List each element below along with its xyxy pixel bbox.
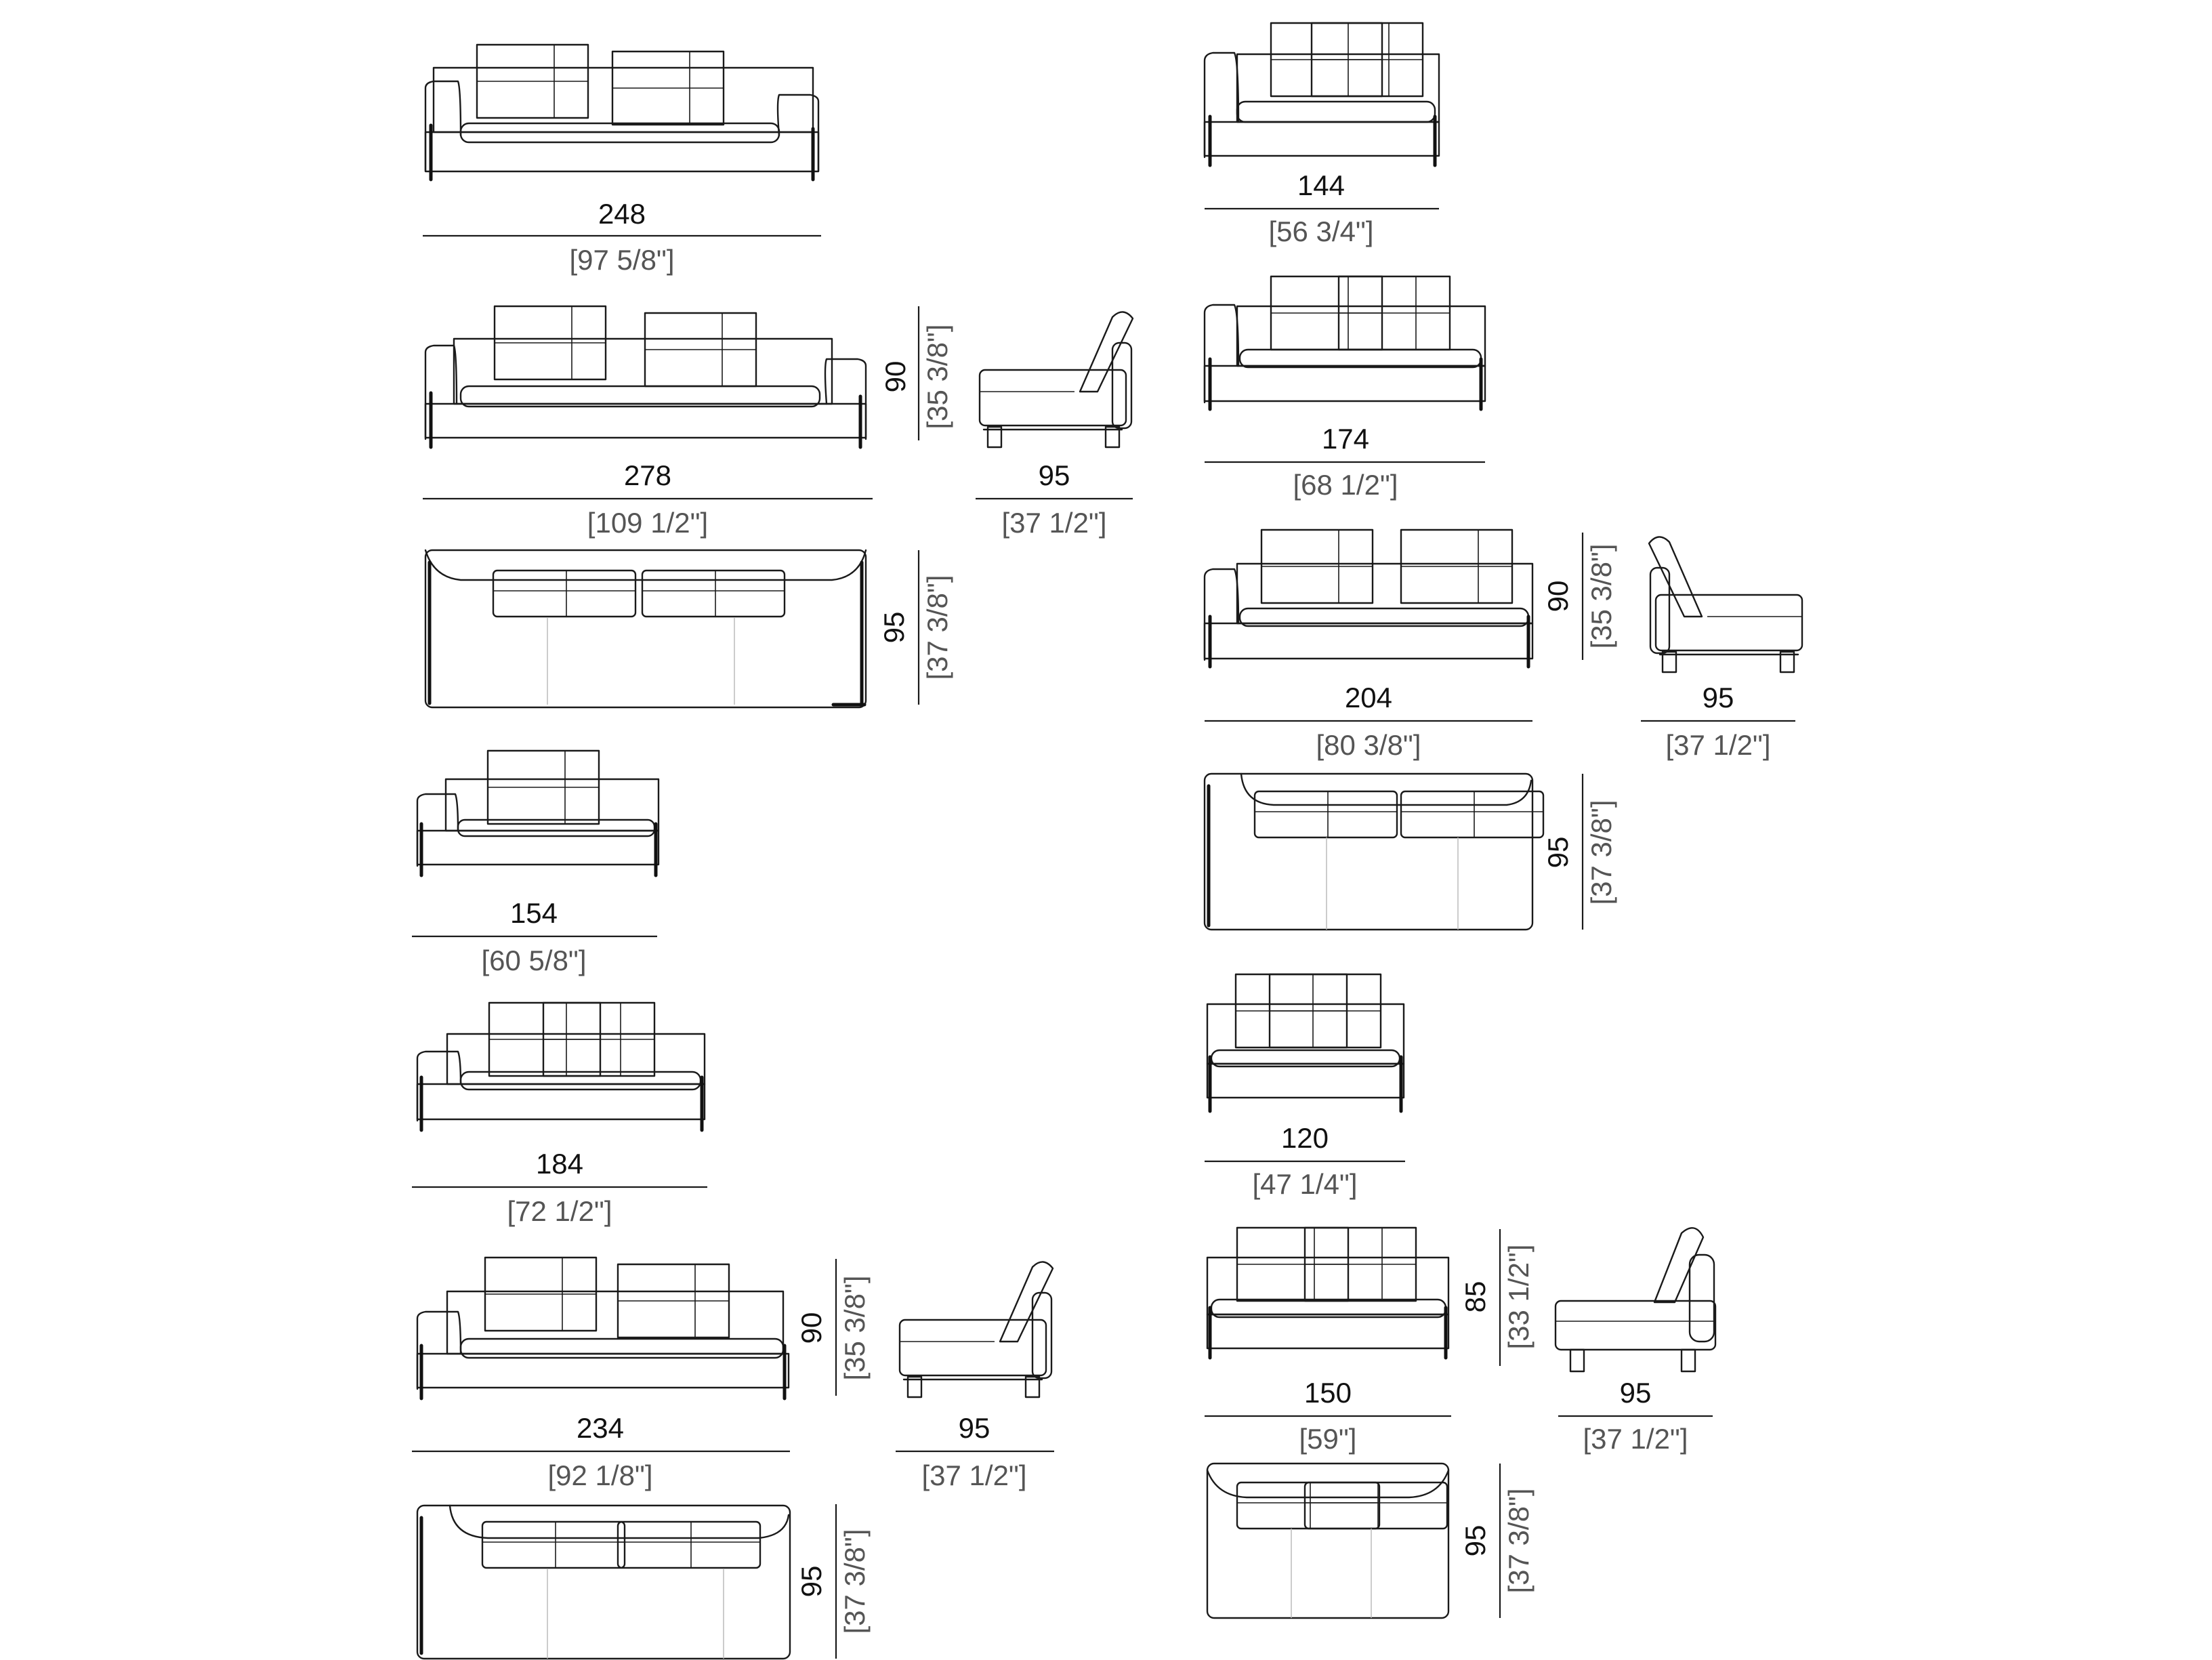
dim-95-c-cm: 95 [1703, 682, 1734, 713]
dim-95-d-cm: 95 [1620, 1377, 1652, 1409]
dim-plan-95-b-cm: 95 [795, 1566, 827, 1598]
dim-204-in: [80 3/8"] [1316, 729, 1421, 761]
dim-144-cm: 144 [1297, 169, 1345, 201]
dim-174-in: [68 1/2"] [1293, 469, 1398, 501]
dim-h90-a-cm: 90 [879, 361, 911, 393]
dimension-plan-95-b: 95 [37 3/8"] [795, 1504, 871, 1659]
dim-204-cm: 204 [1345, 682, 1392, 713]
dimension-95-side-b: 95 [37 1/2"] [896, 1412, 1054, 1491]
sofa-278-front-view [424, 305, 867, 449]
dimension-204: 204 [80 3/8"] [1205, 682, 1532, 761]
dimension-248: 248 [97 5/8"] [423, 198, 821, 276]
sofa-144-front-view [1203, 22, 1440, 167]
sofa-248-front-view [424, 43, 820, 182]
sofa-184-front-view [416, 1001, 706, 1132]
dim-150-cm: 150 [1304, 1377, 1352, 1409]
dimension-plan-95-d: 95 [37 3/8"] [1459, 1464, 1535, 1618]
dim-h90-b-cm: 90 [795, 1312, 827, 1344]
dimension-184: 184 [72 1/2"] [412, 1148, 707, 1227]
dimension-144: 144 [56 3/4"] [1205, 169, 1439, 247]
dimension-height-90-c: 90 [35 3/8"] [1542, 533, 1617, 660]
sofa-234-plan-view [416, 1504, 791, 1660]
sofa-154-front-view [416, 749, 660, 877]
dim-144-in: [56 3/4"] [1268, 215, 1373, 247]
dim-120-cm: 120 [1281, 1122, 1329, 1154]
side-view-d [1554, 1227, 1717, 1373]
dimension-height-90-b: 90 [35 3/8"] [795, 1259, 871, 1396]
dim-95-b-cm: 95 [959, 1412, 990, 1444]
dim-120-in: [47 1/4"] [1252, 1168, 1357, 1200]
dim-95-d-in: [37 1/2"] [1583, 1423, 1688, 1455]
dim-plan-95-c-in: [37 3/8"] [1585, 800, 1617, 905]
dim-234-in: [92 1/8"] [547, 1459, 652, 1491]
dim-248-in: [97 5/8"] [569, 244, 674, 276]
dim-278-cm: 278 [624, 459, 671, 491]
dim-278-in: [109 1/2"] [587, 507, 708, 539]
dim-h85-cm: 85 [1459, 1281, 1491, 1313]
dim-154-in: [60 5/8"] [481, 945, 586, 976]
sofa-120-front-view [1206, 973, 1405, 1113]
dimension-95-side-a: 95 [37 1/2"] [976, 459, 1133, 539]
dim-95-c-in: [37 1/2"] [1665, 729, 1770, 761]
dim-plan-95-d-cm: 95 [1459, 1525, 1491, 1557]
dimension-height-90-a: 90 [35 3/8"] [879, 306, 953, 440]
dim-h85-in: [33 1/2"] [1503, 1244, 1535, 1349]
dimension-95-side-c: 95 [37 1/2"] [1641, 682, 1795, 761]
dim-plan-95-a-cm: 95 [878, 612, 910, 644]
side-view-b [898, 1261, 1054, 1398]
dim-95-b-in: [37 1/2"] [921, 1459, 1026, 1491]
dimension-174: 174 [68 1/2"] [1205, 423, 1485, 501]
dim-h90-a-in: [35 3/8"] [921, 324, 953, 429]
sofa-234-front-view [416, 1256, 790, 1400]
side-view-a [978, 311, 1134, 449]
dim-plan-95-d-in: [37 3/8"] [1503, 1488, 1535, 1593]
dim-h90-b-in: [35 3/8"] [839, 1275, 871, 1380]
dimension-95-side-d: 95 [37 1/2"] [1558, 1377, 1713, 1455]
sofa-174-front-view [1203, 275, 1486, 411]
sofa-204-plan-view [1203, 772, 1545, 931]
dimension-120: 120 [47 1/4"] [1205, 1122, 1405, 1200]
dim-h90-c-in: [35 3/8"] [1585, 543, 1617, 648]
dimension-234: 234 [92 1/8"] [412, 1412, 790, 1491]
dim-154-cm: 154 [510, 897, 558, 929]
dim-h90-c-cm: 90 [1542, 581, 1574, 613]
dim-248-cm: 248 [598, 198, 646, 230]
sofa-204-front-view [1203, 528, 1534, 669]
dim-95-a-in: [37 1/2"] [1001, 507, 1106, 539]
sofa-150-plan-view [1206, 1462, 1450, 1619]
sofa-150-front-view [1206, 1226, 1450, 1360]
dimension-height-85: 85 [33 1/2"] [1459, 1229, 1535, 1366]
side-view-c [1648, 536, 1803, 673]
dim-plan-95-b-in: [37 3/8"] [839, 1529, 871, 1634]
dim-234-cm: 234 [577, 1412, 624, 1444]
dimension-150: 150 [59"] [1205, 1377, 1451, 1455]
dim-95-a-cm: 95 [1039, 459, 1070, 491]
sofa-278-plan-view [424, 549, 867, 709]
dim-184-in: [72 1/2"] [507, 1195, 612, 1227]
dim-150-in: [59"] [1299, 1423, 1357, 1455]
dimension-154: 154 [60 5/8"] [412, 897, 657, 976]
dim-184-cm: 184 [536, 1148, 583, 1180]
dim-174-cm: 174 [1322, 423, 1369, 455]
dimension-plan-95-a: 95 [37 3/8"] [878, 550, 953, 705]
dim-plan-95-a-in: [37 3/8"] [921, 575, 953, 680]
dim-plan-95-c-cm: 95 [1542, 837, 1574, 869]
dimension-278: 278 [109 1/2"] [423, 459, 873, 539]
dimension-plan-95-c: 95 [37 3/8"] [1542, 774, 1617, 930]
